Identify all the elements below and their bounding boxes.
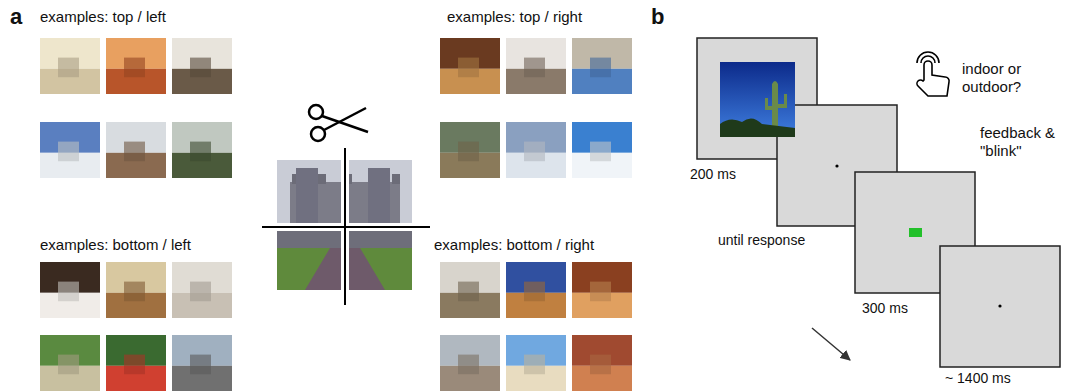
panel-letter: a bbox=[10, 4, 22, 30]
example-photo bbox=[40, 122, 100, 178]
example-photo bbox=[172, 335, 232, 391]
example-photo bbox=[40, 38, 100, 94]
example-photo bbox=[572, 122, 632, 178]
photo-detail bbox=[124, 142, 145, 162]
example-photo bbox=[440, 38, 500, 94]
photo-detail bbox=[590, 58, 611, 78]
castle-tower bbox=[368, 168, 390, 228]
photo-detail bbox=[190, 282, 211, 302]
photo-detail bbox=[590, 355, 611, 375]
duration-label: ~ 1400 ms bbox=[945, 370, 1011, 387]
screen-frame bbox=[940, 246, 1060, 367]
cut-line bbox=[344, 148, 346, 305]
example-photo bbox=[440, 262, 500, 318]
photo-detail bbox=[458, 282, 479, 302]
example-photo bbox=[106, 262, 166, 318]
photo-detail bbox=[124, 58, 145, 78]
example-photo bbox=[506, 38, 566, 94]
example-photo bbox=[106, 335, 166, 391]
example-photo bbox=[172, 262, 232, 318]
photo-detail bbox=[524, 355, 545, 375]
group-heading: examples: bottom / left bbox=[40, 236, 191, 254]
castle-battlement bbox=[318, 174, 326, 184]
example-photo bbox=[440, 335, 500, 391]
photo-detail bbox=[58, 58, 79, 78]
photo-detail bbox=[524, 282, 545, 302]
photo-detail bbox=[458, 58, 479, 78]
duration-label: 300 ms bbox=[862, 300, 908, 317]
example-photo bbox=[506, 122, 566, 178]
task-note: feedback & "blink" bbox=[980, 124, 1066, 160]
photo-detail bbox=[590, 142, 611, 162]
example-photo bbox=[440, 122, 500, 178]
photo-detail bbox=[458, 142, 479, 162]
example-photo bbox=[572, 38, 632, 94]
example-photo bbox=[506, 335, 566, 391]
duration-label: until response bbox=[718, 232, 805, 249]
photo-detail bbox=[458, 355, 479, 375]
example-photo bbox=[40, 262, 100, 318]
example-photo bbox=[106, 122, 166, 178]
example-photo bbox=[172, 38, 232, 94]
photo-detail bbox=[524, 58, 545, 78]
castle-battlement bbox=[392, 174, 400, 184]
example-photo bbox=[106, 38, 166, 94]
example-photo bbox=[172, 122, 232, 178]
group-heading: examples: top / right bbox=[447, 8, 582, 26]
hand-icon bbox=[917, 52, 949, 96]
photo-detail bbox=[190, 142, 211, 162]
photo-detail bbox=[58, 282, 79, 302]
photo-detail bbox=[190, 58, 211, 78]
time-arrow bbox=[812, 328, 850, 360]
castle-tower bbox=[296, 168, 318, 228]
photo-detail bbox=[590, 282, 611, 302]
feedback-square bbox=[909, 228, 922, 237]
example-photo bbox=[572, 262, 632, 318]
photo-detail bbox=[524, 142, 545, 162]
cactus-photo bbox=[720, 62, 795, 137]
photo-detail bbox=[124, 355, 145, 375]
photo-detail bbox=[124, 282, 145, 302]
duration-label: 200 ms bbox=[690, 166, 736, 183]
photo-detail bbox=[58, 355, 79, 375]
task-note: indoor or outdoor? bbox=[962, 60, 1046, 96]
fixation-dot bbox=[835, 164, 838, 167]
sky bbox=[720, 62, 795, 137]
scissors-icon bbox=[309, 105, 368, 141]
shrubs bbox=[720, 118, 795, 137]
group-heading: examples: top / left bbox=[40, 8, 166, 26]
group-heading: examples: bottom / right bbox=[434, 236, 594, 254]
panel-letter: b bbox=[651, 4, 664, 30]
photo-detail bbox=[58, 142, 79, 162]
photo-detail bbox=[190, 355, 211, 375]
example-photo bbox=[40, 335, 100, 391]
example-photo bbox=[506, 262, 566, 318]
fixation-dot bbox=[998, 304, 1001, 307]
example-photo bbox=[572, 335, 632, 391]
